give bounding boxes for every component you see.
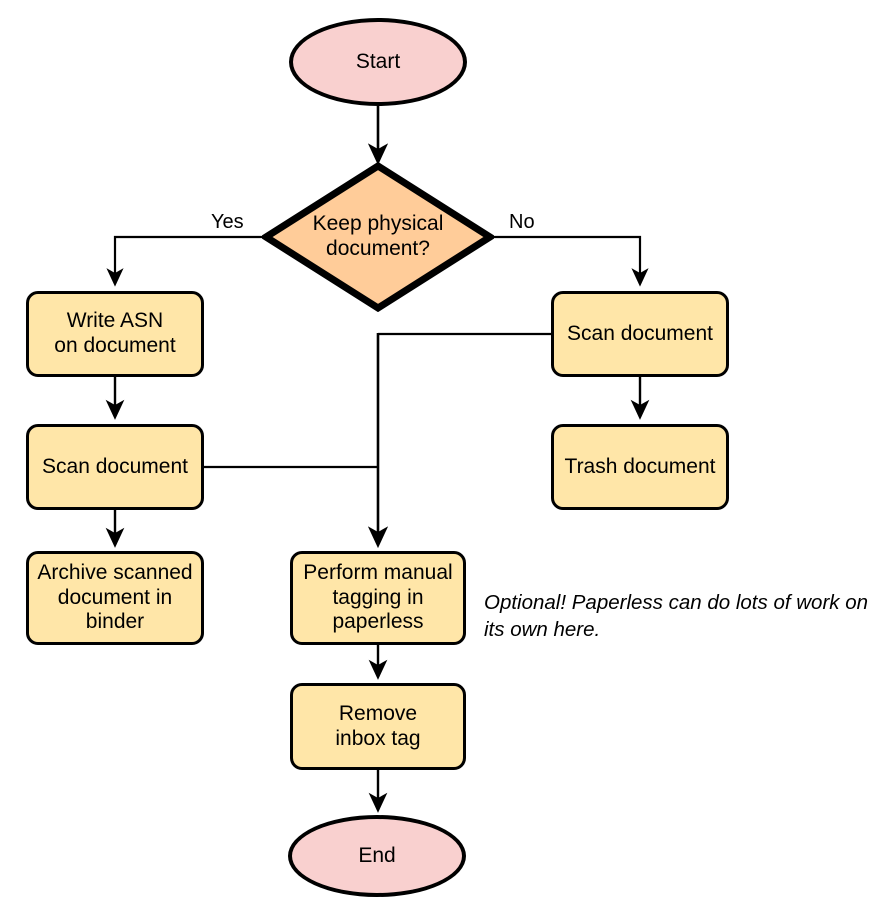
diamond-shape <box>262 162 494 312</box>
node-trash-document[interactable]: Trash document <box>551 424 729 510</box>
node-perform-manual-tagging-label: Perform manual tagging in paperless <box>303 561 453 634</box>
node-scan-document-left[interactable]: Scan document <box>26 424 204 510</box>
node-keep-physical-document-label: Keep physical document? <box>312 212 444 260</box>
node-start[interactable]: Start <box>289 18 467 106</box>
node-remove-inbox-tag[interactable]: Remove inbox tag <box>290 683 466 770</box>
node-perform-manual-tagging[interactable]: Perform manual tagging in paperless <box>290 551 466 645</box>
node-end[interactable]: End <box>288 815 466 897</box>
node-keep-physical-document[interactable]: Keep physical document? <box>262 162 494 312</box>
node-remove-inbox-tag-label: Remove inbox tag <box>335 701 421 750</box>
node-archive-scanned-document-label: Archive scanned document in binder <box>37 561 193 634</box>
edge-label-no: No <box>509 211 535 233</box>
edge-label-yes: Yes <box>211 211 244 233</box>
node-trash-document-label: Trash document <box>564 454 716 478</box>
node-write-asn-label: Write ASN on document <box>54 309 176 357</box>
edge-decision-to-write-asn <box>106 235 267 287</box>
node-scan-document-right[interactable]: Scan document <box>551 291 729 377</box>
node-scan-document-right-label: Scan document <box>567 321 713 345</box>
node-write-asn[interactable]: Write ASN on document <box>26 291 204 377</box>
node-start-label: Start <box>355 49 401 73</box>
node-scan-document-left-label: Scan document <box>42 454 188 478</box>
optional-note: Optional! Paperless can do lots of work … <box>484 591 869 641</box>
node-archive-scanned-document[interactable]: Archive scanned document in binder <box>26 551 204 645</box>
node-end-label: End <box>358 843 396 867</box>
edge-decision-to-scan-right <box>489 235 649 287</box>
